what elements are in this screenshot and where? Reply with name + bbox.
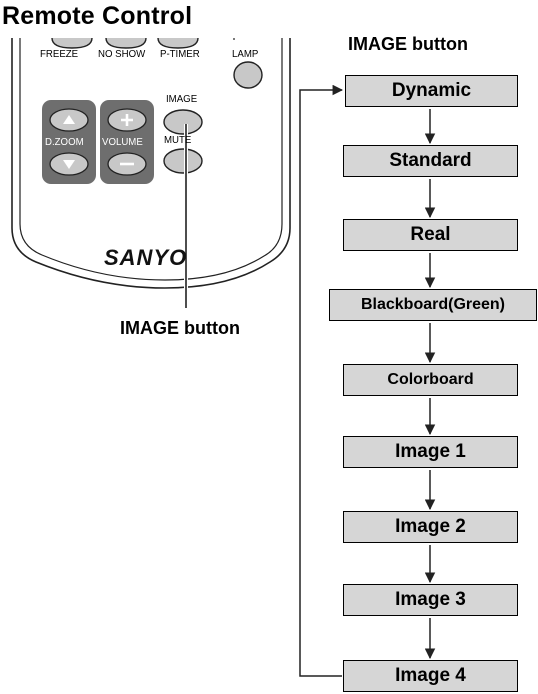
plus-icon	[121, 114, 133, 126]
freeze-key	[51, 38, 93, 49]
p-timer-key	[157, 38, 199, 49]
mode-box-5: Colorboard	[343, 364, 518, 396]
image-key	[163, 109, 203, 135]
image-label: IMAGE	[166, 93, 198, 105]
no-show-label: NO SHOW	[98, 48, 146, 60]
remote-caption: IMAGE button	[120, 318, 240, 338]
mode-box-2: Standard	[343, 145, 518, 177]
page-title: Remote Control	[2, 2, 193, 30]
p-timer-label: P-TIMER	[160, 48, 200, 60]
mute-key	[163, 148, 203, 174]
remote-body-inner-outline	[19, 38, 283, 281]
no-show-key	[105, 38, 147, 49]
up-triangle-icon	[63, 115, 75, 124]
remote-control-illustration	[11, 38, 291, 308]
mode-box-6: Image 1	[343, 436, 518, 468]
flow-title: IMAGE button	[348, 34, 468, 54]
brand-logo: SANYO	[104, 245, 188, 270]
dzoom-label: D.ZOOM	[45, 136, 84, 148]
mode-box-9: Image 4	[343, 660, 518, 692]
volume-label: VOLUME	[102, 136, 143, 148]
remote-body-outline	[11, 38, 291, 289]
freeze-label: FREEZE	[40, 48, 79, 60]
lamp-key	[233, 61, 263, 89]
mode-box-3: Real	[343, 219, 518, 251]
mode-box-1: Dynamic	[345, 75, 518, 107]
loop-back-arrow	[299, 84, 344, 677]
mute-label: MUTE	[164, 134, 192, 146]
down-triangle-icon	[63, 160, 75, 169]
mode-box-4: Blackboard(Green)	[329, 289, 537, 321]
mode-box-8: Image 3	[343, 584, 518, 616]
mode-box-7: Image 2	[343, 511, 518, 543]
lamp-label: LAMP	[232, 48, 259, 60]
